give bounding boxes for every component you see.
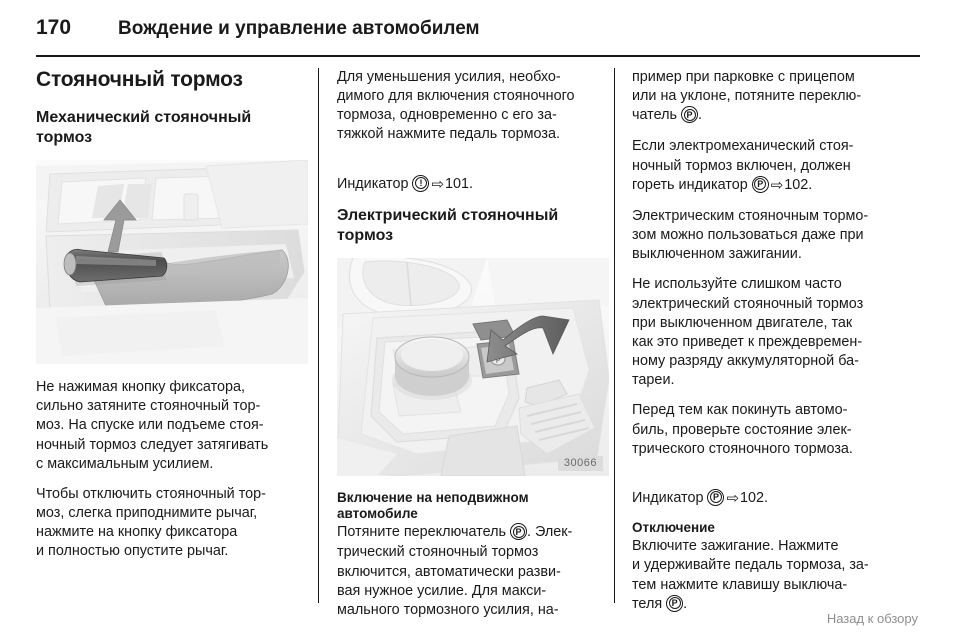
page-title: Вождение и управление автомобилем [118,18,480,39]
paragraph-text-before-symbol: Потяните переключатель [337,524,510,541]
electric-parking-brake-icon: P [681,106,699,126]
indicator-page-number: 102. [740,489,769,506]
figure-manual-parking-brake-lever [36,160,308,365]
heading-release: Отключение [632,520,715,536]
paragraph-ignition-off-usage: Электрическим стояночным тормо- зом можн… [632,207,869,263]
page-reference-arrow-icon: ⇨ [770,176,784,194]
paragraph-text-after-symbol: . Элек- трический стояночный тормоз вклю… [337,524,573,618]
indicator-label: Индикатор [337,175,409,192]
paragraph-release-brake: Чтобы отключить стояночный тор- моз, сле… [36,485,266,560]
section-title-parking-brake: Стояночный тормоз [36,68,243,91]
three-column-layout: Стояночный тормоз Механический стояночны… [36,68,920,618]
column-1: Стояночный тормоз Механический стояночны… [36,68,308,603]
paragraph-battery-warning: Не используйте слишком часто электрическ… [632,276,864,389]
subsection-title-mechanical-brake: Механический стояночный тормоз [36,109,252,147]
paragraph-trailer-slope: пример при парковке с прицепом или на ук… [632,68,904,126]
column-divider-2 [614,68,615,603]
paragraph-text-before-symbol: Включите зажигание. Нажмите и удерживайт… [632,538,869,612]
indicator-page-number: 101. [445,175,474,192]
figure-code: 30066 [557,455,603,471]
electric-parking-brake-icon: P [666,594,684,615]
svg-text:P: P [496,356,501,365]
electric-parking-brake-icon: P [510,523,527,543]
paragraph-text-after-symbol: . [683,595,688,612]
paragraph-check-before-leaving: Перед тем как покинуть автомо- биль, про… [632,402,853,457]
brake-warning-indicator-icon: ! [408,174,430,195]
paragraph-text-before-symbol: пример при парковке с прицепом или на ук… [632,69,862,124]
paragraph-reduce-effort: Для уменьшения усилия, необхо- димого дл… [337,69,575,143]
column-3: пример при парковке с прицепом или на ук… [632,68,904,612]
electric-parking-brake-icon: P [703,488,725,509]
paragraph-pull-switch: Потяните переключатель P. Элек- трически… [337,523,609,620]
center-console-illustration: P [337,257,609,476]
header-divider-rule [36,55,920,57]
electric-parking-brake-icon: P [751,175,769,196]
paragraph-apply-brake: Не нажимая кнопку фиксатора, сильно затя… [36,379,269,472]
indicator-reference-102: Индикатор P⇨102. [632,470,904,509]
page-reference-arrow-icon: ⇨ [726,489,740,507]
paragraph-text-before-symbol: Если электромеханический стоя- ночный то… [632,138,854,193]
page-number: 170 [36,16,72,39]
paragraph-release-procedure: Включите зажигание. Нажмите и удерживайт… [632,537,904,615]
handbrake-lever-illustration [36,160,308,365]
indicator-reference-101: Индикатор !⇨101. [337,156,609,195]
page-header: 170 Вождение и управление автомобилем [36,16,920,46]
indicator-label: Индикатор [632,489,704,506]
column-divider-1 [318,68,319,603]
subsection-title-electric-brake: Электрический стояночный тормоз [337,206,559,244]
paragraph-indicator-lit: Если электромеханический стоя- ночный то… [632,137,904,195]
figure-electric-parking-brake-switch: P 30066 [337,257,609,476]
column-2: Для уменьшения усилия, необхо- димого дл… [337,68,609,618]
paragraph-page-number: 102. [784,176,813,193]
paragraph-text-after-symbol: . [698,107,703,124]
heading-apply-when-stationary: Включение на неподвижном автомобиле [337,489,529,522]
page-reference-arrow-icon: ⇨ [431,175,445,193]
back-to-overview-link[interactable]: Назад к обзору [826,611,918,626]
